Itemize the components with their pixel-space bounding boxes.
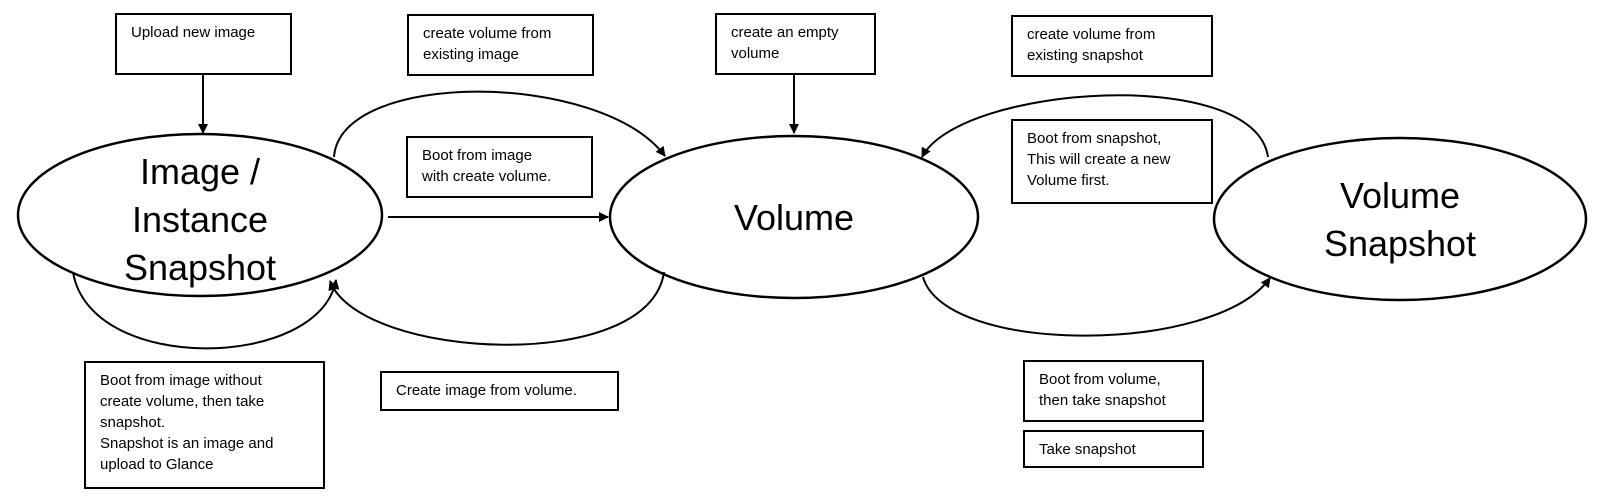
create-volume-from-image-box: create volume from existing image <box>407 14 594 76</box>
image-snapshot-label: Image / Instance Snapshot <box>123 151 277 288</box>
arrow-volume-curve-to-image <box>328 271 665 346</box>
boot-from-image-create-volume-box: Boot from image with create volume. <box>406 136 593 198</box>
create-volume-from-snapshot-box: create volume from existing snapshot <box>1011 15 1213 77</box>
create-empty-volume-box: create an empty volume <box>715 13 876 75</box>
arrow-image-self-loop <box>72 271 340 350</box>
take-snapshot-box: Take snapshot <box>1023 430 1204 468</box>
volume-label: Volume <box>733 197 855 238</box>
arrow-volume-curve-to-snapshot <box>922 276 1271 337</box>
boot-without-volume-box: Boot from image without create volume, t… <box>84 361 325 489</box>
boot-from-snapshot-box: Boot from snapshot, This will create a n… <box>1011 119 1213 204</box>
upload-new-image-box: Upload new image <box>115 13 292 75</box>
create-image-from-volume-box: Create image from volume. <box>380 371 619 411</box>
volume-snapshot-label: Volume Snapshot <box>1323 175 1477 264</box>
arrow-snapshot-curve-to-volume <box>921 94 1269 158</box>
image-snapshot-node <box>16 132 384 298</box>
arrow-image-curve-to-volume <box>333 90 666 158</box>
volume-node <box>608 134 980 300</box>
boot-from-volume-snapshot-box: Boot from volume, then take snapshot <box>1023 360 1204 422</box>
volume-snapshot-node <box>1212 136 1588 302</box>
